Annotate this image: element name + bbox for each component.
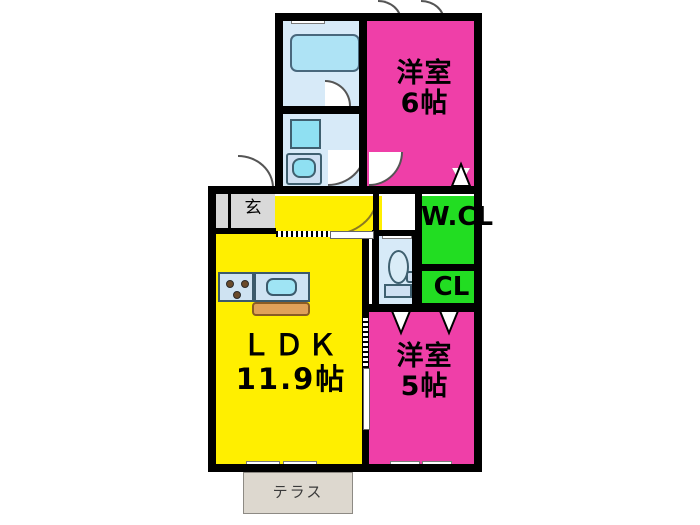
label-closet: CL [433, 272, 470, 302]
label-bedroom-6: 洋室 6帖 [367, 58, 482, 120]
washing-machine-space [290, 119, 321, 149]
wall-hall-right [373, 194, 379, 236]
ldk-hall-sliding-door [276, 231, 330, 237]
bedroom6-name: 洋室 [396, 58, 453, 89]
entrance-door-arc [238, 155, 274, 188]
ldk-size: 11.9帖 [235, 362, 347, 397]
wall-toilet-top [372, 230, 418, 236]
room-terrace [243, 472, 353, 514]
bedroom6-closet-door-tri [452, 168, 470, 184]
wall-bath-bedroom6 [359, 13, 367, 193]
bathtub-fixture [290, 34, 360, 72]
wall-entrance-bottom [208, 228, 276, 234]
ldk-bedroom5-sliding-door [363, 316, 368, 368]
wall-toilet-left [372, 232, 379, 310]
room-closet [421, 270, 482, 304]
wall-washroom-bottom [275, 186, 367, 194]
label-ldk: ＬＤＫ 11.9帖 [215, 330, 367, 395]
vanity-basin [292, 158, 316, 178]
label-entrance: 玄 [244, 198, 262, 218]
wall-left-bath [275, 13, 283, 193]
ldk-name: ＬＤＫ [241, 328, 341, 362]
wall-entrance-divider [228, 193, 231, 229]
wall-entrance-top [208, 186, 278, 194]
ldk-bedroom5-sliding-panel [363, 368, 370, 430]
wall-top-bedroom6 [359, 13, 482, 21]
wall-bedroom5-top [362, 304, 482, 312]
wall-bottom-outer [208, 464, 482, 472]
wall-bath-washroom [275, 106, 367, 114]
wall-wcl-closet-divider [415, 264, 482, 271]
gas-stove-3burner [218, 272, 254, 302]
burner-icon [233, 291, 241, 299]
bedroom5-size: 5帖 [400, 371, 449, 403]
label-walk-in-closet: W.CL [421, 202, 494, 232]
bedroom5-name: 洋室 [396, 341, 453, 372]
wall-wcl-left [415, 190, 422, 310]
wall-top-bath [275, 13, 367, 21]
toilet-tank [384, 284, 412, 298]
bedroom6-size: 6帖 [400, 88, 449, 120]
kitchen-sink-bowl [266, 278, 297, 296]
burner-icon [226, 280, 234, 288]
room-bedroom-5 [367, 311, 482, 464]
toilet-bowl [388, 250, 409, 284]
wall-right-outer [474, 13, 482, 472]
ldk-hall-sliding-panel [330, 231, 374, 239]
label-bedroom-5: 洋室 5帖 [367, 341, 482, 403]
label-terrace: テラス [272, 483, 324, 501]
room-ldk [215, 196, 367, 464]
kitchen-counter [252, 302, 310, 316]
burner-icon [241, 280, 249, 288]
room-entrance [215, 193, 275, 231]
room-walk-in-closet [421, 196, 482, 265]
wall-left-outer [208, 186, 216, 472]
